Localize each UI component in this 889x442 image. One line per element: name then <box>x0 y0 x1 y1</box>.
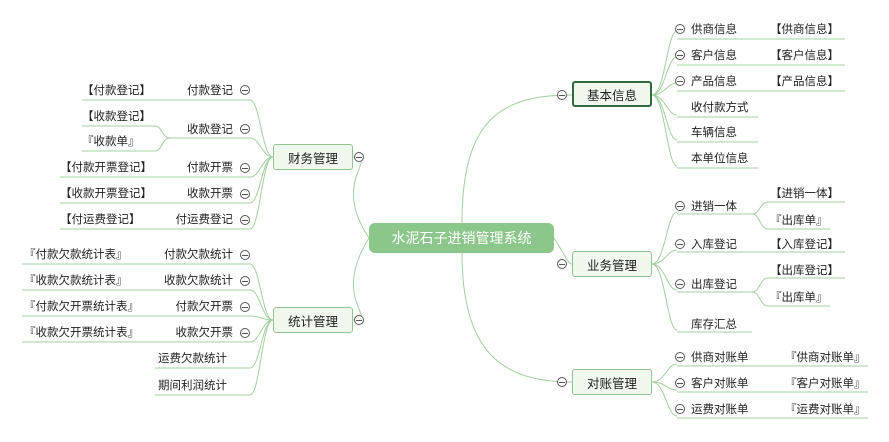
collapse-toggle-icon[interactable] <box>240 163 250 173</box>
collapse-toggle-icon[interactable] <box>240 124 250 134</box>
tag-payment-register[interactable]: 【付款登记】 <box>82 83 151 97</box>
leaf-receipt-register[interactable]: 收款登记 <box>187 122 233 136</box>
leaf-purchase-sale[interactable]: 进销一体 <box>691 199 737 213</box>
leaf-freight-payment[interactable]: 付运费登记 <box>175 212 234 226</box>
tag-receipt-register[interactable]: 【收款登记】 <box>82 109 151 123</box>
leaf-product-info[interactable]: 产品信息 <box>691 74 737 88</box>
tag-product-info[interactable]: 【产品信息】 <box>770 74 839 88</box>
collapse-toggle-icon[interactable] <box>675 201 685 211</box>
leaf-customer-statement[interactable]: 客户对账单 <box>691 376 749 390</box>
topic-finance[interactable]: 财务管理 <box>273 144 353 170</box>
tag-freight-payment-register[interactable]: 【付运费登记】 <box>60 212 141 226</box>
collapse-toggle-icon[interactable] <box>675 24 685 34</box>
leaf-payment-register[interactable]: 付款登记 <box>187 83 233 97</box>
tag-payable-invoice-table[interactable]: 『付款欠开票统计表』 <box>24 299 139 313</box>
leaf-payable-stats[interactable]: 付款欠款统计 <box>164 247 233 261</box>
collapse-toggle-icon[interactable] <box>675 76 685 86</box>
leaf-vehicle-info[interactable]: 车辆信息 <box>691 125 737 139</box>
tag-outbound-slip[interactable]: 『出库单』 <box>770 290 828 304</box>
edge-root-business <box>553 237 573 265</box>
tag-inbound-register[interactable]: 【入库登记】 <box>770 237 839 251</box>
leaf-receipt-invoice[interactable]: 收款开票 <box>187 186 233 200</box>
leaf-period-profit-stats[interactable]: 期间利润统计 <box>158 378 227 392</box>
collapse-toggle-icon[interactable] <box>675 404 685 414</box>
tag-outbound-register[interactable]: 【出库登记】 <box>770 263 839 277</box>
leaf-outbound-register[interactable]: 出库登记 <box>691 277 737 291</box>
leaf-payable-invoice-owed[interactable]: 付款欠开票 <box>175 299 234 313</box>
leaf-receivable-invoice-owed[interactable]: 收款欠开票 <box>175 325 234 339</box>
collapse-toggle-icon[interactable] <box>675 239 685 249</box>
collapse-toggle-icon[interactable] <box>557 90 567 100</box>
topic-business-management[interactable]: 业务管理 <box>572 251 652 277</box>
edge-root-basic-info <box>461 94 573 224</box>
collapse-toggle-icon[interactable] <box>240 302 250 312</box>
topic-basic-info[interactable]: 基本信息 <box>572 81 652 107</box>
collapse-toggle-icon[interactable] <box>240 276 250 286</box>
collapse-toggle-icon[interactable] <box>557 259 567 269</box>
edge-root-finance <box>352 156 370 239</box>
tag-outbound-slip[interactable]: 『出库单』 <box>770 213 828 227</box>
tag-receipt-slip[interactable]: 『收款单』 <box>82 134 140 148</box>
leaf-receivable-stats[interactable]: 收款欠款统计 <box>164 273 233 287</box>
tag-payment-invoice-register[interactable]: 【付款开票登记】 <box>60 160 152 174</box>
root-topic[interactable]: 水泥石子进销管理系统 <box>369 223 554 253</box>
tag-receipt-invoice-register[interactable]: 【收款开票登记】 <box>60 186 152 200</box>
topic-reconciliation[interactable]: 对账管理 <box>572 369 652 395</box>
leaf-supplier-info[interactable]: 供商信息 <box>691 22 737 36</box>
tag-purchase-sale[interactable]: 【进销一体】 <box>770 186 839 200</box>
tag-supplier-statement[interactable]: 『供商对账单』 <box>785 350 866 364</box>
leaf-company-info[interactable]: 本单位信息 <box>691 151 749 165</box>
collapse-toggle-icon[interactable] <box>240 189 250 199</box>
tag-freight-statement[interactable]: 『运费对账单』 <box>785 402 866 416</box>
edge-root-reconcile <box>461 252 573 383</box>
leaf-supplier-statement[interactable]: 供商对账单 <box>691 350 749 364</box>
collapse-toggle-icon[interactable] <box>240 215 250 225</box>
tag-supplier-info[interactable]: 【供商信息】 <box>770 22 839 36</box>
collapse-toggle-icon[interactable] <box>354 152 364 162</box>
leaf-freight-statement[interactable]: 运费对账单 <box>691 402 749 416</box>
leaf-customer-info[interactable]: 客户信息 <box>691 48 737 62</box>
collapse-toggle-icon[interactable] <box>557 377 567 387</box>
collapse-toggle-icon[interactable] <box>240 85 250 95</box>
collapse-toggle-icon[interactable] <box>675 352 685 362</box>
tag-receivable-invoice-table[interactable]: 『收款欠开票统计表』 <box>24 325 139 339</box>
tag-receivable-stats-table[interactable]: 『收款欠款统计表』 <box>24 273 128 287</box>
leaf-payment-invoice[interactable]: 付款开票 <box>187 160 233 174</box>
collapse-toggle-icon[interactable] <box>675 50 685 60</box>
collapse-toggle-icon[interactable] <box>675 279 685 289</box>
collapse-toggle-icon[interactable] <box>354 315 364 325</box>
collapse-toggle-icon[interactable] <box>240 250 250 260</box>
topic-statistics[interactable]: 统计管理 <box>273 307 353 333</box>
leaf-payment-method[interactable]: 收付款方式 <box>691 100 749 114</box>
tag-customer-info[interactable]: 【客户信息】 <box>770 48 839 62</box>
tag-payable-stats-table[interactable]: 『付款欠款统计表』 <box>24 247 128 261</box>
leaf-inbound-register[interactable]: 入库登记 <box>691 237 737 251</box>
leaf-freight-owed-stats[interactable]: 运费欠款统计 <box>158 351 227 365</box>
tag-customer-statement[interactable]: 『客户对账单』 <box>785 376 866 390</box>
leaf-stock-summary[interactable]: 库存汇总 <box>691 317 737 331</box>
collapse-toggle-icon[interactable] <box>675 378 685 388</box>
edge-root-stats <box>352 237 370 321</box>
collapse-toggle-icon[interactable] <box>240 328 250 338</box>
